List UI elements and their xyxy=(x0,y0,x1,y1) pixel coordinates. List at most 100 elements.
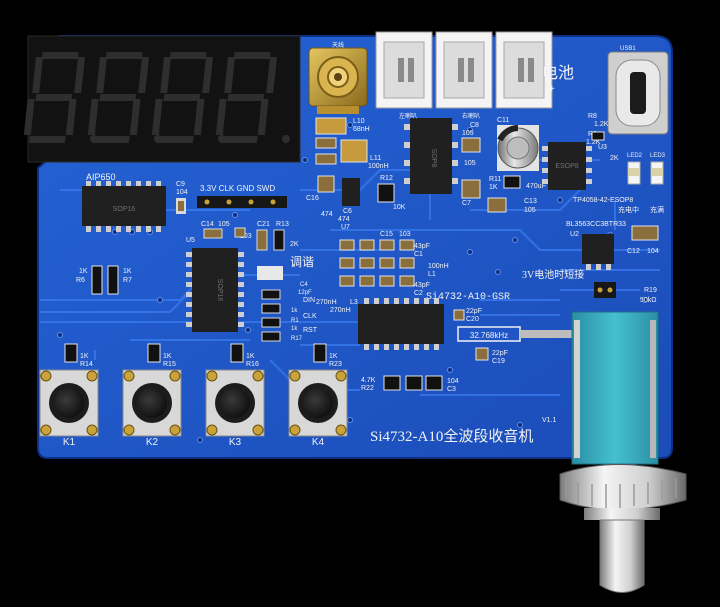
segment-0 xyxy=(169,52,207,59)
r17-value: 1k xyxy=(291,326,298,332)
c19-value: 22pF xyxy=(492,350,508,357)
r13-value: 2K xyxy=(290,241,299,248)
charger-chip: ESOP8 xyxy=(542,142,592,190)
segment-1 xyxy=(266,57,278,93)
aip650-package: SOP16 xyxy=(113,206,136,213)
c9-value: 104 xyxy=(176,189,188,196)
button-resistor-value: 1K xyxy=(163,353,172,360)
r11-res xyxy=(503,175,521,189)
c12-value: 104 xyxy=(647,248,659,255)
button-resistor xyxy=(64,343,78,363)
din-label: DIN xyxy=(303,297,315,304)
c11-ref: C11 xyxy=(497,117,509,124)
debug-header-label: 3.3V CLK GND SWD xyxy=(200,184,275,193)
segment-4 xyxy=(23,99,35,135)
charged-label: 充满 xyxy=(650,205,664,214)
segment-4 xyxy=(215,99,227,135)
segment-3 xyxy=(92,136,130,143)
debug-header xyxy=(197,196,287,208)
button-label: K2 xyxy=(146,437,159,448)
segment-2 xyxy=(65,99,77,135)
c2-ref: C2 xyxy=(414,290,423,297)
r11-value: 1K xyxy=(489,184,498,191)
bottom-passives xyxy=(383,375,443,391)
segment-2 xyxy=(257,99,269,135)
segment-6 xyxy=(35,94,73,101)
c8-ref: C8 xyxy=(470,122,479,129)
c20-value: 22pF xyxy=(466,308,482,315)
c16-cap xyxy=(317,175,335,193)
vias xyxy=(57,122,648,443)
usb-label: USB1 xyxy=(620,46,636,52)
u7-ref: U7 xyxy=(341,224,350,231)
rf-passives xyxy=(339,239,415,287)
c3-ref: C3 xyxy=(447,386,456,393)
r2k-value: 2K xyxy=(610,155,619,162)
c9-ref: C9 xyxy=(176,181,185,188)
segment-5 xyxy=(32,57,44,93)
volume-potentiometer[interactable] xyxy=(520,311,687,593)
c1-ref: C1 xyxy=(414,251,423,258)
c14-value: 105 xyxy=(218,221,230,228)
l1-ref: L1 xyxy=(428,271,436,278)
segment-0 xyxy=(233,52,271,59)
button-resistor xyxy=(147,343,161,363)
segment-6 xyxy=(227,94,265,101)
led2-label: LED2 xyxy=(627,153,643,159)
segment-2 xyxy=(193,99,205,135)
crystal-32k: 32.768kHz xyxy=(457,326,521,342)
r12-value: 10K xyxy=(393,204,406,211)
c1-value: 43pF xyxy=(414,243,430,250)
charging-label: 充电中 xyxy=(618,205,639,214)
digit-3 xyxy=(151,52,226,143)
c14-ref: C14 xyxy=(201,221,214,228)
r6-value: 1K xyxy=(79,268,88,275)
c2-value: 43pF xyxy=(414,282,430,289)
r12-ref: R12 xyxy=(380,175,393,182)
c12-ref: C12 xyxy=(627,248,640,255)
electrolytic-capacitor xyxy=(497,125,539,171)
l10-ref: L10 xyxy=(353,118,365,125)
ldo-label: BL3563CC3BTR33 xyxy=(566,221,626,228)
digit-1 xyxy=(23,52,98,143)
r1-ref: R1 xyxy=(291,318,299,324)
mcu-package: SOP16 xyxy=(216,279,223,302)
r22-ref: R22 xyxy=(361,385,374,392)
r19-ref: R19 xyxy=(644,287,657,294)
status-leds xyxy=(627,161,664,185)
decimal-point xyxy=(282,135,290,143)
si4732-chip xyxy=(358,298,444,350)
c14-cap xyxy=(203,228,223,239)
battery-label: 电池 xyxy=(542,64,574,82)
c7-pad xyxy=(461,179,481,199)
c21-ref: C21 xyxy=(257,221,270,228)
c15-value: 103 xyxy=(399,231,411,238)
segment-0 xyxy=(105,52,143,59)
segment-3 xyxy=(220,136,258,143)
tuning-resistors xyxy=(261,289,281,342)
button-label: K4 xyxy=(312,437,325,448)
battery-jumper xyxy=(594,282,616,298)
c7-ref: C7 xyxy=(462,200,471,207)
r13-res xyxy=(273,229,285,251)
segment-5 xyxy=(160,57,172,93)
c10-value: 105 xyxy=(464,160,476,167)
r22-value: 4.7K xyxy=(361,377,376,384)
seven-segment-display xyxy=(23,35,301,163)
r9-value: 1.2K xyxy=(586,139,601,146)
board-title: Si4732-A10全波段收音机 xyxy=(370,427,533,445)
c13-ref: C13 xyxy=(524,198,537,205)
c6-value: 474 xyxy=(338,216,350,223)
r8-value: 1.2K xyxy=(594,121,609,128)
c20-ref: C20 xyxy=(466,316,479,323)
segment-4 xyxy=(151,99,163,135)
button-resistor-ref: R15 xyxy=(163,361,176,368)
aip650-chip: SOP16 xyxy=(82,181,166,232)
r17-ref: R17 xyxy=(291,336,303,342)
